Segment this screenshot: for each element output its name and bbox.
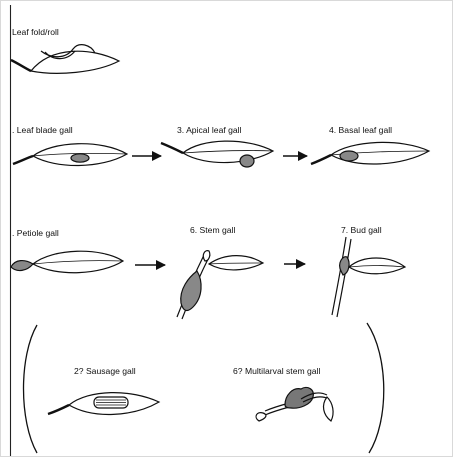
label-leaf-blade-gall: . Leaf blade gall	[12, 125, 73, 135]
left-bracket	[24, 325, 38, 453]
label-multilarval-stem-gall: 6? Multilarval stem gall	[233, 366, 320, 376]
petiole-gall-drawing	[11, 251, 123, 273]
label-petiole-gall: . Petiole gall	[12, 228, 59, 238]
label-apical-leaf-gall: 3. Apical leaf gall	[177, 125, 242, 135]
stem-gall-drawing	[177, 251, 263, 319]
label-sausage-gall: 2? Sausage gall	[74, 366, 136, 376]
right-bracket	[367, 323, 384, 453]
leaf-blade-gall-drawing	[13, 144, 127, 166]
label-bud-gall: 7. Bud gall	[341, 225, 382, 235]
label-stem-gall: 6. Stem gall	[190, 225, 235, 235]
bud-gall-drawing	[332, 237, 405, 317]
sausage-gall-drawing	[48, 393, 159, 415]
multilarval-stem-gall-drawing	[256, 387, 333, 421]
label-leaf-fold: Leaf fold/roll	[12, 27, 59, 37]
label-basal-leaf-gall: 4. Basal leaf gall	[329, 125, 392, 135]
apical-leaf-gall-drawing	[161, 141, 273, 167]
basal-leaf-gall-drawing	[311, 142, 429, 164]
leaf-fold-drawing	[11, 45, 119, 74]
